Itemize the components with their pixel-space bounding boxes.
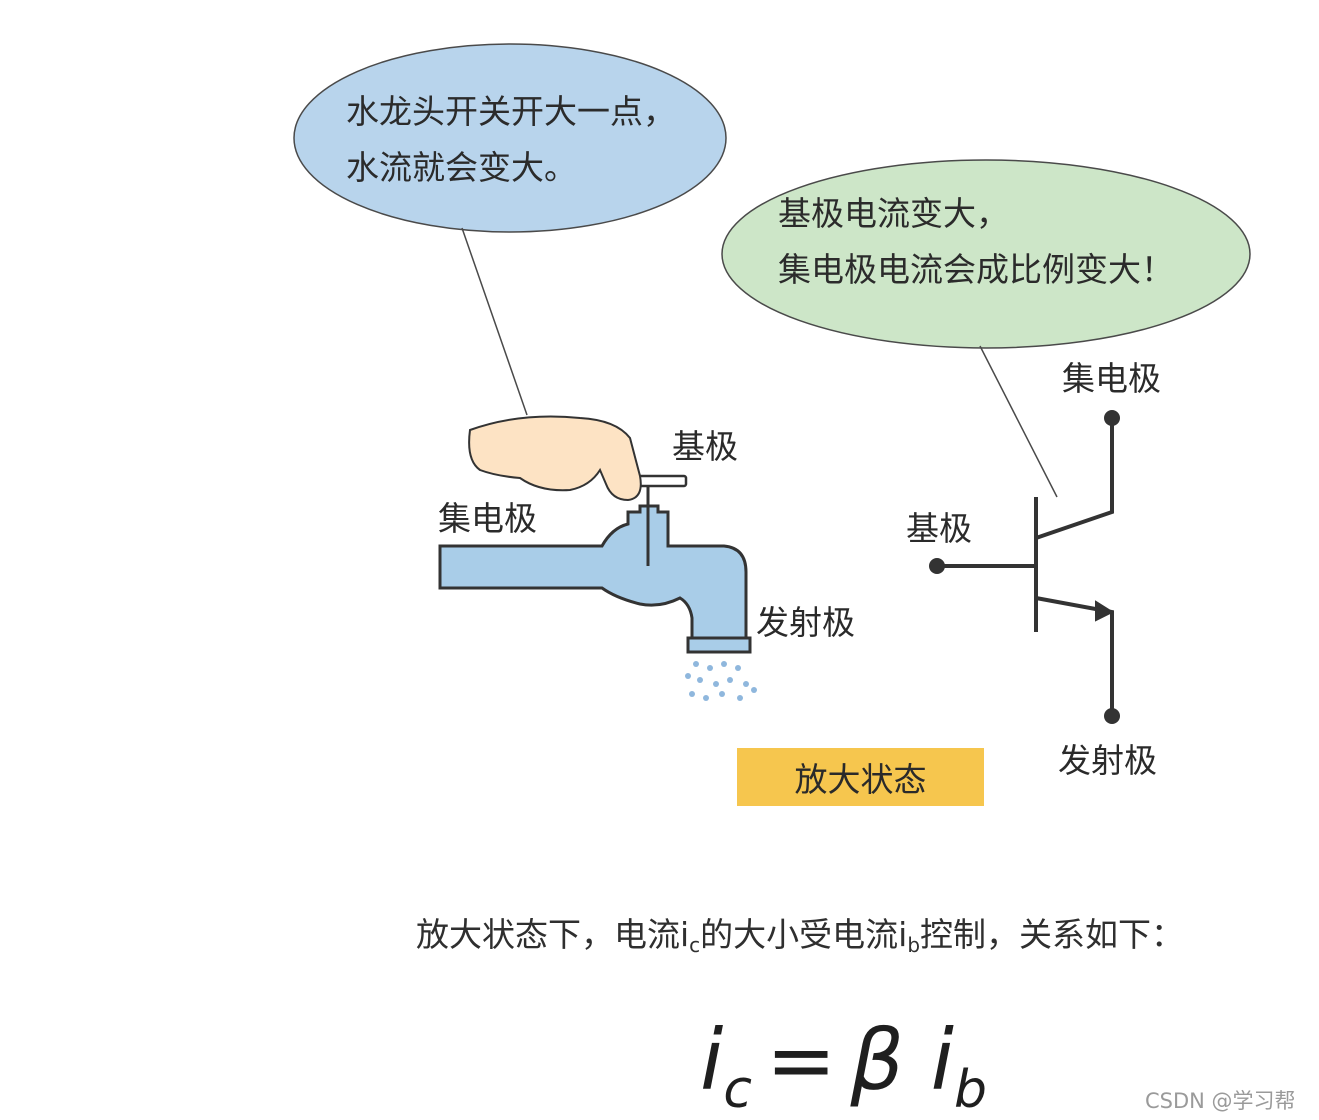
transistor-bubble-line1: 基极电流变大，: [778, 194, 1009, 233]
formula-beta: β: [850, 1011, 904, 1109]
faucet-base-label: 基极: [672, 427, 738, 466]
state-label: 放大状态: [794, 760, 927, 799]
faucet-pipe: [438, 504, 748, 654]
formula-lhs: i: [700, 1011, 724, 1109]
description-sub-c: c: [689, 933, 701, 957]
transistor-bubble-pointer: [979, 345, 1058, 498]
description-text: 放大状态下，电流ic的大小受电流ib控制，关系如下：: [416, 908, 1184, 957]
faucet-emitter-label: 发射极: [756, 603, 855, 642]
transistor-speech-bubble: [721, 159, 1251, 349]
transistor-bubble-line2: 集电极电流会成比例变大！: [778, 250, 1174, 289]
faucet-bubble-pointer: [461, 227, 528, 416]
current-gain-formula: ic=β ib: [700, 1018, 987, 1116]
description-prefix: 放大状态下，电流i: [416, 915, 690, 954]
faucet-speech-bubble: [293, 43, 727, 233]
transistor-emitter-label: 发射极: [1058, 741, 1157, 780]
description-suffix: 控制，关系如下：: [920, 915, 1185, 954]
hand-icon: [468, 415, 642, 502]
transistor-collector-label: 集电极: [1062, 359, 1161, 398]
watermark: CSDN @学习帮: [1145, 1089, 1296, 1113]
formula-lhs-sub: c: [723, 1060, 752, 1120]
formula-rhs-sub: b: [953, 1060, 987, 1120]
transistor-emitter-terminal: [1104, 708, 1120, 724]
transistor-collector-lead: [1035, 418, 1114, 540]
transistor-collector-terminal: [1104, 410, 1120, 426]
amplification-state-badge: 放大状态: [737, 748, 984, 806]
description-sub-b: b: [907, 933, 921, 957]
transistor-base-label: 基极: [906, 509, 972, 548]
description-middle: 的大小受电流i: [700, 915, 908, 954]
faucet-bubble-line2: 水流就会变大。: [346, 148, 577, 187]
emitter-arrow-icon: [1095, 600, 1115, 622]
faucet-collector-label: 集电极: [438, 499, 537, 538]
formula-equals: =: [765, 1011, 837, 1109]
faucet-bubble-line1: 水龙头开关开大一点，: [346, 92, 676, 131]
transistor-symbol: [937, 418, 1115, 716]
formula-rhs: i: [930, 1011, 954, 1109]
spout-outlet: [686, 636, 752, 654]
water-drops-icon: [685, 661, 757, 701]
transistor-base-terminal: [929, 558, 945, 574]
